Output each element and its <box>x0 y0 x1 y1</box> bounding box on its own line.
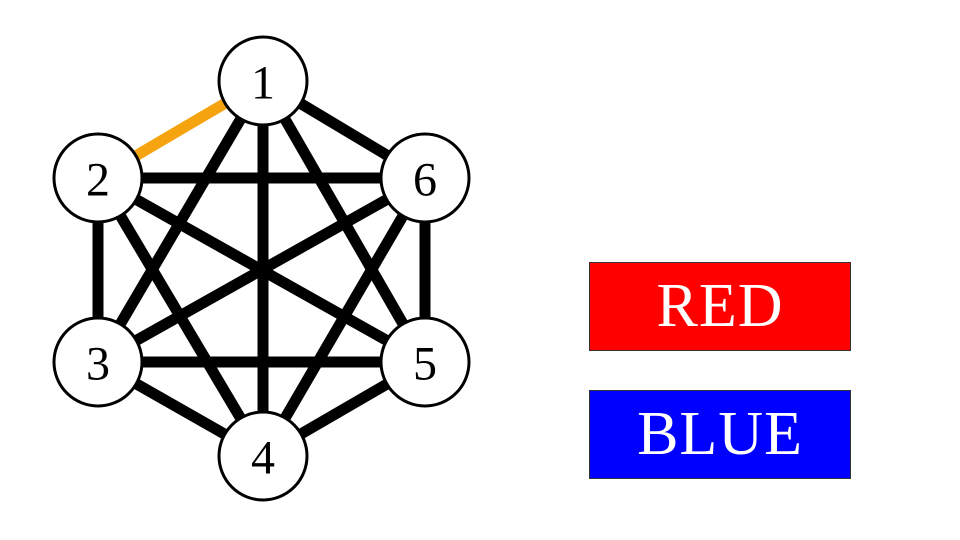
node-circle[interactable] <box>52 132 144 224</box>
red-color-button[interactable]: RED <box>589 262 851 351</box>
node-4[interactable]: 4 <box>217 410 309 502</box>
node-3[interactable]: 3 <box>52 316 144 408</box>
node-circle[interactable] <box>217 410 309 502</box>
node-6[interactable]: 6 <box>379 132 471 224</box>
node-1[interactable]: 1 <box>217 35 309 127</box>
blue-color-button[interactable]: BLUE <box>589 390 851 479</box>
node-2[interactable]: 2 <box>52 132 144 224</box>
edge-4-6[interactable] <box>258 175 430 459</box>
node-circle[interactable] <box>52 316 144 408</box>
node-5[interactable]: 5 <box>379 316 471 408</box>
node-circle[interactable] <box>379 316 471 408</box>
edge-3-6[interactable] <box>95 173 428 367</box>
edges-layer <box>92 76 431 461</box>
node-circle[interactable] <box>379 132 471 224</box>
node-circle[interactable] <box>217 35 309 127</box>
